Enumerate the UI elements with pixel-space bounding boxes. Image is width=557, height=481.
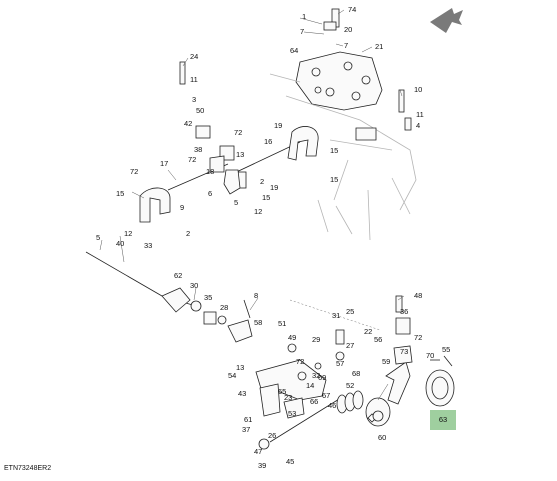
- part-label: 64: [290, 46, 298, 55]
- part-label: 57: [336, 359, 344, 368]
- part-label: 19: [270, 183, 278, 192]
- part-label: 14: [306, 381, 314, 390]
- part-label: 73: [400, 347, 408, 356]
- part-label: 69: [318, 373, 326, 382]
- highlighted-part-number: 63: [438, 415, 448, 424]
- main-shift-shaft: [85, 251, 227, 325]
- part-label: 12: [124, 229, 132, 238]
- part-label: 15: [330, 175, 338, 184]
- part-label: 54: [228, 371, 236, 380]
- part-label: 32: [312, 371, 320, 380]
- part-label: 5: [234, 198, 238, 207]
- part-label: 20: [344, 25, 352, 34]
- part-label: 9: [180, 203, 184, 212]
- diagram-reference-code: ETN73248ER2: [4, 465, 52, 472]
- part-label: 58: [254, 318, 262, 327]
- part-label: 72: [296, 357, 304, 366]
- part-label: 26: [268, 431, 276, 440]
- part-label: 72: [130, 167, 138, 176]
- part-label: 62: [174, 271, 182, 280]
- part-number-labels: 74 1 20 7 7 21 64 24 11 3 10 50 11 4 42 …: [96, 5, 450, 470]
- part-label: 67: [322, 391, 330, 400]
- part-label: 11: [190, 75, 198, 84]
- part-label: 2: [260, 177, 264, 186]
- lower-shift-lever-group: [227, 299, 381, 450]
- highlighted-gear-part-63: [425, 369, 456, 430]
- part-label: 5: [96, 233, 100, 242]
- part-label: 45: [286, 457, 294, 466]
- part-label: 51: [278, 319, 286, 328]
- view-direction-arrow-icon: [430, 8, 463, 33]
- part-label: 23: [284, 393, 292, 402]
- part-label: 65: [278, 387, 286, 396]
- part-label: 72: [234, 128, 242, 137]
- part-label: 33: [144, 241, 152, 250]
- part-label: 50: [196, 106, 204, 115]
- part-label: 15: [330, 146, 338, 155]
- part-label: 21: [375, 42, 383, 51]
- part-label: 46: [328, 401, 336, 410]
- part-label: 19: [274, 121, 282, 130]
- part-label: 24: [190, 52, 198, 61]
- part-label: 39: [258, 461, 266, 470]
- part-label: 38: [194, 145, 202, 154]
- part-label: 49: [288, 333, 296, 342]
- part-label: 25: [346, 307, 354, 316]
- part-label: 7: [344, 41, 348, 50]
- part-label: 52: [346, 381, 354, 390]
- part-label: 13: [236, 363, 244, 372]
- part-label: 47: [254, 447, 262, 456]
- part-label: 35: [204, 293, 212, 302]
- part-label: 28: [220, 303, 228, 312]
- part-label: 68: [352, 369, 360, 378]
- part-label: 61: [244, 415, 252, 424]
- part-label: 30: [190, 281, 198, 290]
- part-label: 37: [242, 425, 250, 434]
- part-label: 16: [264, 137, 272, 146]
- part-label: 48: [414, 291, 422, 300]
- part-label: 60: [378, 433, 386, 442]
- part-label: 53: [288, 409, 296, 418]
- part-label: 8: [254, 291, 258, 300]
- part-label: 27: [346, 341, 354, 350]
- part-label: 74: [348, 5, 356, 14]
- part-label: 12: [254, 207, 262, 216]
- part-label: 56: [374, 335, 382, 344]
- part-label: 66: [310, 397, 318, 406]
- part-label: 18: [206, 167, 214, 176]
- part-label: 31: [332, 311, 340, 320]
- part-label: 2: [186, 229, 190, 238]
- part-label: 70: [426, 351, 434, 360]
- highlight-box: [430, 410, 456, 430]
- part-label: 29: [312, 335, 320, 344]
- part-label: 15: [116, 189, 124, 198]
- part-label: 7: [300, 27, 304, 36]
- part-label: 36: [400, 307, 408, 316]
- range-gear-assembly: [336, 295, 453, 427]
- leader-lines: [99, 9, 405, 401]
- shift-rail-and-fork-group: [139, 61, 319, 223]
- part-label: 72: [188, 155, 196, 164]
- part-label: 72: [414, 333, 422, 342]
- part-label: 4: [416, 121, 420, 130]
- part-label: 11: [416, 110, 424, 119]
- part-label: 17: [160, 159, 168, 168]
- part-label: 6: [208, 189, 212, 198]
- part-label: 3: [192, 95, 196, 104]
- part-label: 40: [116, 239, 124, 248]
- part-label: 13: [236, 150, 244, 159]
- part-label: 22: [364, 327, 372, 336]
- shift-cover-assembly: [269, 8, 417, 241]
- part-label: 55: [442, 345, 450, 354]
- part-label: 43: [238, 389, 246, 398]
- part-label: 1: [302, 12, 306, 21]
- part-label: 15: [262, 193, 270, 202]
- part-label: 59: [382, 357, 390, 366]
- part-label: 10: [414, 85, 422, 94]
- part-label: 42: [184, 119, 192, 128]
